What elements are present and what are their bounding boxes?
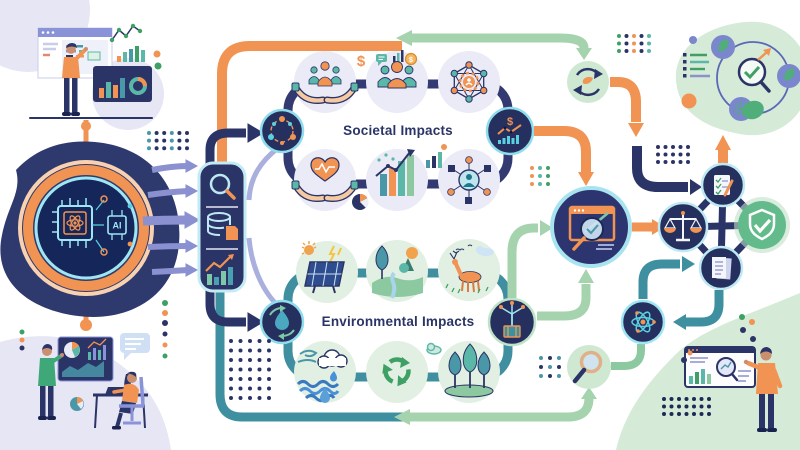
- line-chart-glyph: [109, 23, 143, 43]
- ai-core: AI: [0, 141, 180, 317]
- pie-glyph: [352, 193, 369, 210]
- mini-bars-glyph: [426, 144, 447, 168]
- growth-bars-icon: [375, 149, 415, 196]
- recycling-icon: [382, 357, 411, 387]
- forest-icon: [444, 343, 494, 398]
- solar-panel-icon: [301, 241, 345, 294]
- atom-node: [620, 299, 666, 345]
- cloud-glyph: [426, 342, 442, 355]
- dot-grid: [530, 166, 550, 186]
- dot-grid: [617, 34, 651, 53]
- dot-grid: [656, 145, 690, 164]
- bar-chart-glyph: [117, 46, 145, 62]
- magnifier-review-node: [567, 345, 611, 389]
- panel-to-boxes-arrows: [205, 123, 264, 332]
- trend-chart-icon: [205, 254, 234, 285]
- audit-magnifier-icon: [737, 48, 771, 93]
- dot-grid: [539, 356, 561, 378]
- speech-bubble: [120, 333, 150, 360]
- svg-text:$: $: [507, 116, 513, 128]
- societal-impacts-title: Societal Impacts: [343, 123, 453, 138]
- wildlife-icon: [445, 244, 494, 294]
- database-icon: [206, 212, 238, 240]
- presenter-person: [62, 43, 88, 116]
- illustration-analyst-bottom-right: [681, 314, 783, 432]
- public-discussion-icon: $: [376, 50, 418, 89]
- scales-node: [657, 201, 709, 253]
- bottom-feedback-loop: [215, 292, 597, 425]
- governance-network-icon: [450, 61, 488, 103]
- pointing-person: [743, 347, 783, 432]
- governance-cluster: [657, 162, 790, 291]
- dollar-glyph: $: [357, 53, 366, 70]
- community-hands-icon: [292, 61, 358, 101]
- shield-check-node: [734, 197, 790, 253]
- dot-grid: [147, 131, 189, 151]
- document-node: [698, 245, 744, 291]
- standing-person: [38, 344, 64, 420]
- refresh-to-cluster-arrows: [610, 77, 731, 195]
- environmental-impacts-title: Environmental Impacts: [321, 314, 475, 329]
- seated-person-desk: [93, 371, 148, 430]
- pie-glyph: [70, 397, 84, 411]
- dot-grid: [229, 339, 271, 400]
- energy-metrics-node: [487, 297, 537, 347]
- panel-side-connectors: [246, 146, 280, 308]
- landscape-icon: [372, 245, 423, 299]
- economic-metrics-node: $: [485, 106, 535, 156]
- water-drop-glyph: [320, 388, 330, 403]
- svg-text:$: $: [409, 57, 413, 64]
- person-network-icon: [447, 156, 491, 204]
- ai-chip-icon: AI: [92, 195, 133, 256]
- refresh-cycle-node: [567, 61, 609, 103]
- dashboard-panel: [93, 66, 152, 102]
- health-hands-icon: [292, 157, 358, 199]
- societal-network-node: [259, 108, 305, 154]
- ai-to-data-arrows: [142, 159, 201, 277]
- audit-checklist: [683, 53, 710, 78]
- leaf-icon: [777, 64, 800, 88]
- analysis-hub-node: [550, 186, 632, 268]
- top-feedback-loop: [217, 30, 592, 164]
- illustration-presenter-top-left: [29, 23, 189, 151]
- eco-audit-diagram: [681, 35, 800, 121]
- report-board: [684, 346, 756, 388]
- environmental-cycle-node: [259, 299, 305, 345]
- chip-atom-icon: [52, 198, 93, 248]
- dot-grid: [662, 397, 711, 416]
- leaf-icon: [711, 35, 735, 59]
- presentation-board: [57, 336, 114, 382]
- ai-label: AI: [113, 221, 122, 231]
- metrics-to-hub-arrows: [507, 126, 665, 321]
- illustration-team-bottom-left: [19, 300, 168, 430]
- data-pipeline-panel: [197, 161, 247, 293]
- magnifier-icon: [209, 173, 236, 200]
- checklist-node: [700, 162, 746, 208]
- research-loop-arrows: [611, 256, 724, 370]
